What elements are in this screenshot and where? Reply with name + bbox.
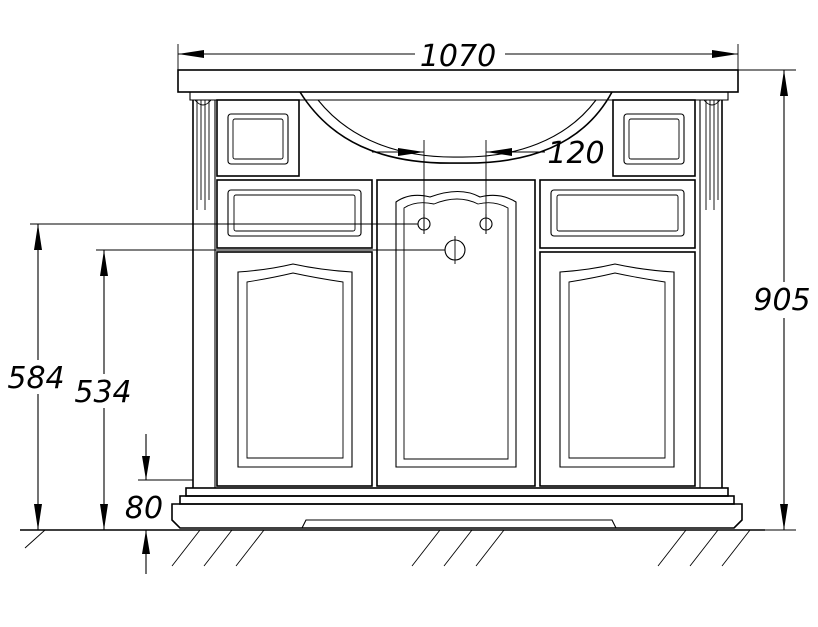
dimension-drain-height-label: 534 [74, 375, 131, 410]
dimension-inlet-height-label: 584 [7, 361, 64, 396]
dimension-plinth-height [138, 434, 193, 574]
dimension-plinth-height-label: 80 [125, 491, 163, 526]
dimension-inlet-height [4, 223, 418, 530]
right-pilaster [703, 99, 721, 210]
dimension-drain-height [72, 249, 445, 530]
cabinet-carcass [192, 100, 723, 488]
center-door [376, 179, 536, 487]
drain-hole [444, 236, 466, 264]
upper-left-small-panel [216, 99, 300, 177]
dimension-hole-spacing-label: 120 [547, 136, 604, 171]
left-drawer [216, 179, 373, 249]
floor-hatching [24, 529, 751, 567]
dimension-hole-spacing [372, 140, 545, 234]
dimension-height-label: 905 [753, 283, 810, 318]
right-drawer [539, 179, 696, 249]
plinth [171, 487, 743, 529]
dimension-width-label: 1070 [420, 39, 496, 74]
countertop [177, 69, 739, 101]
left-pilaster [194, 99, 212, 210]
dimension-height [738, 69, 813, 531]
right-door [539, 251, 696, 487]
upper-right-small-panel [612, 99, 696, 177]
dimension-width [177, 36, 739, 70]
left-door [216, 251, 373, 487]
basin-bowl [299, 91, 613, 164]
